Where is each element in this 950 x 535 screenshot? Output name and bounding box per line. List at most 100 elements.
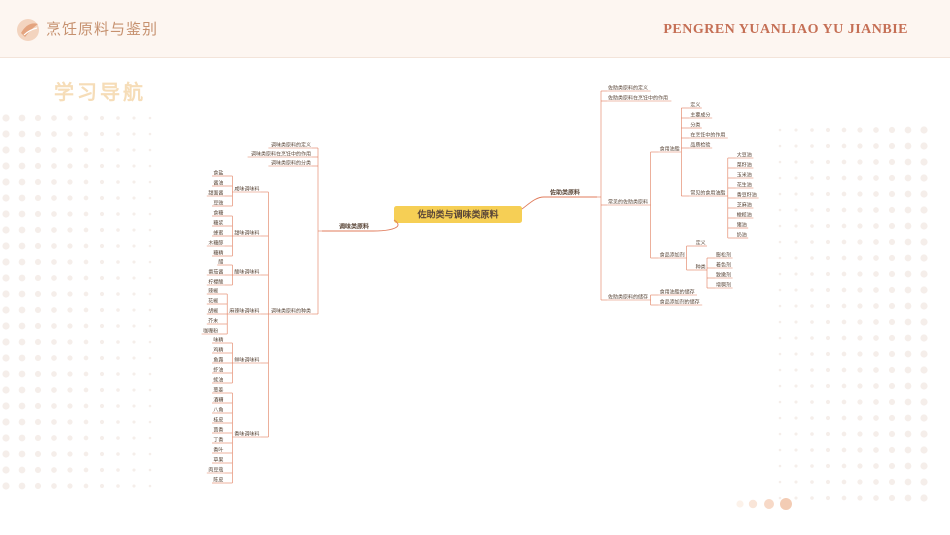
decor-dot <box>2 354 10 362</box>
decor-dot <box>99 291 105 297</box>
decor-dot <box>132 244 136 248</box>
decor-dot <box>873 415 879 421</box>
decor-dot <box>34 290 42 298</box>
mindmap-node-label: 肉豆蔻 <box>208 467 223 474</box>
decor-dot <box>148 324 152 328</box>
mindmap-branch-label: 佐助类原料 <box>549 189 580 197</box>
decor-dot <box>888 126 896 134</box>
decor-dot <box>825 255 831 261</box>
decor-dot <box>825 367 831 373</box>
decor-dot <box>99 483 105 489</box>
decor-dot <box>51 467 57 473</box>
decor-dot <box>825 383 831 389</box>
decor-dot <box>888 222 896 230</box>
decor-dot <box>778 336 782 340</box>
decor-dot <box>778 224 782 228</box>
mindmap-node-label: 玉米油 <box>737 172 752 179</box>
decor-dot <box>83 275 89 281</box>
decor-dot <box>778 352 782 356</box>
decor-dot <box>99 259 105 265</box>
decor-dot <box>873 255 879 261</box>
decor-dot <box>888 190 896 198</box>
mindmap-node-label: 定义 <box>696 240 706 247</box>
decor-dot <box>34 114 42 122</box>
decor-dot <box>148 308 152 312</box>
decor-dot <box>778 320 782 324</box>
mindmap-node-label: 食糖 <box>213 210 223 217</box>
decor-dot <box>888 158 896 166</box>
decor-dot <box>67 339 73 345</box>
decor-dot <box>2 386 10 394</box>
decor-dot <box>778 432 782 436</box>
mindmap-node-label: 膨松剂 <box>716 252 731 259</box>
decor-dot <box>132 324 136 328</box>
mindmap-node-label: 胡椒 <box>208 308 218 315</box>
decor-dot <box>116 116 120 120</box>
mindmap-node-label: 调味类原料的种类 <box>271 308 311 315</box>
mindmap-node-label: 常见的佐助类原料 <box>608 199 648 206</box>
decor-dot <box>810 224 814 228</box>
decor-dot <box>34 162 42 170</box>
decor-dot <box>2 242 10 250</box>
mindmap-node-label: 草果 <box>213 457 223 464</box>
decor-dot <box>116 324 120 328</box>
decor-dot <box>841 271 847 277</box>
decor-dot <box>99 227 105 233</box>
decor-dot <box>857 319 863 325</box>
decor-dot <box>51 275 57 281</box>
decor-dot <box>83 307 89 313</box>
decor-dot <box>51 211 57 217</box>
decor-dot <box>18 242 26 250</box>
decor-dot <box>116 196 120 200</box>
decor-dot <box>825 463 831 469</box>
decor-dot <box>116 452 120 456</box>
logo-text: 烹饪原料与鉴别 <box>46 20 159 38</box>
decor-dot <box>67 307 73 313</box>
decor-dot <box>148 148 152 152</box>
decor-dot <box>116 276 120 280</box>
decor-dot <box>857 351 863 357</box>
decor-dot <box>825 207 831 213</box>
decor-dot <box>873 383 879 389</box>
decor-dot <box>888 206 896 214</box>
decor-dot <box>794 288 798 292</box>
decor-dot <box>888 414 896 422</box>
decor-dot <box>2 194 10 202</box>
decor-dot <box>132 484 136 488</box>
decor-dot <box>51 195 57 201</box>
decor-dot <box>873 159 879 165</box>
decor-dot <box>132 116 136 120</box>
decor-dot <box>794 272 798 276</box>
decor-dot <box>810 240 814 244</box>
decor-dot <box>873 175 879 181</box>
decor-dot <box>841 143 847 149</box>
decor-dot <box>67 179 73 185</box>
decor-dot <box>841 479 847 485</box>
decor-dot <box>2 450 10 458</box>
decor-dot <box>34 450 42 458</box>
decor-dot <box>67 211 73 217</box>
mindmap-node-label: 增稠剂 <box>716 282 731 289</box>
decor-dot <box>857 447 863 453</box>
decor-dot <box>34 338 42 346</box>
decor-dot <box>148 292 152 296</box>
mindmap-node-label: 在烹饪中的作用 <box>690 132 725 139</box>
decor-dot <box>873 207 879 213</box>
decor-dot <box>794 224 798 228</box>
decor-dot <box>904 158 912 166</box>
decor-dot <box>920 398 928 406</box>
decor-dot <box>148 340 152 344</box>
mindmap-node-label: 酱油 <box>213 180 223 187</box>
decor-dot <box>794 128 798 132</box>
decor-dot <box>794 464 798 468</box>
decor-dot <box>132 372 136 376</box>
decor-dot <box>132 132 136 136</box>
decor-dot <box>18 226 26 234</box>
decor-dot <box>2 402 10 410</box>
mindmap-node-label: 定义 <box>690 102 700 109</box>
mindmap-node-label: 花生油 <box>737 182 752 189</box>
decor-dot <box>83 259 89 265</box>
decor-dot <box>904 286 912 294</box>
book-logo-icon <box>17 19 39 41</box>
decor-dot <box>83 435 89 441</box>
